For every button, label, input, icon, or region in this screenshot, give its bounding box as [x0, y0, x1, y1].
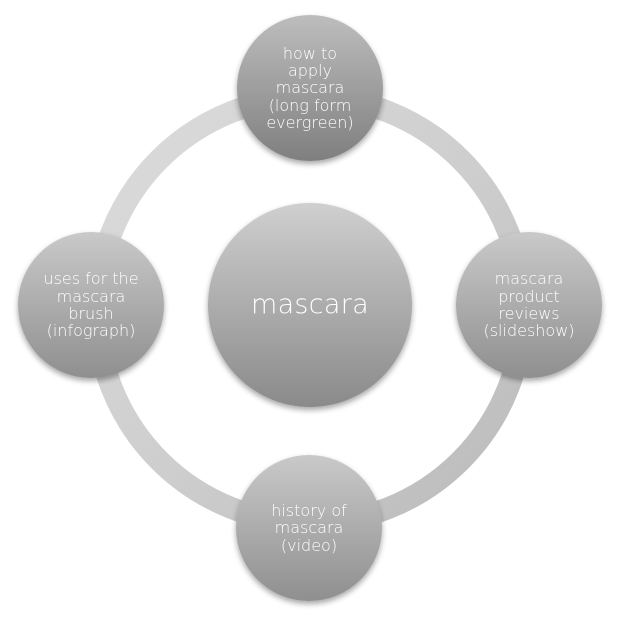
center-node: [208, 203, 412, 407]
left-node-label: uses for the mascara brush (infograph): [43, 269, 139, 341]
right-node: [456, 232, 602, 378]
top-node-label: how to apply mascara (long form evergree…: [266, 43, 354, 132]
bottom-node-label: history of mascara (video): [271, 501, 347, 555]
left-node: [18, 232, 164, 378]
center-node-label: mascara: [250, 289, 370, 321]
top-node: [237, 15, 383, 161]
bottom-node: [236, 455, 382, 601]
right-node-label: mascara product reviews (slideshow): [483, 269, 575, 341]
